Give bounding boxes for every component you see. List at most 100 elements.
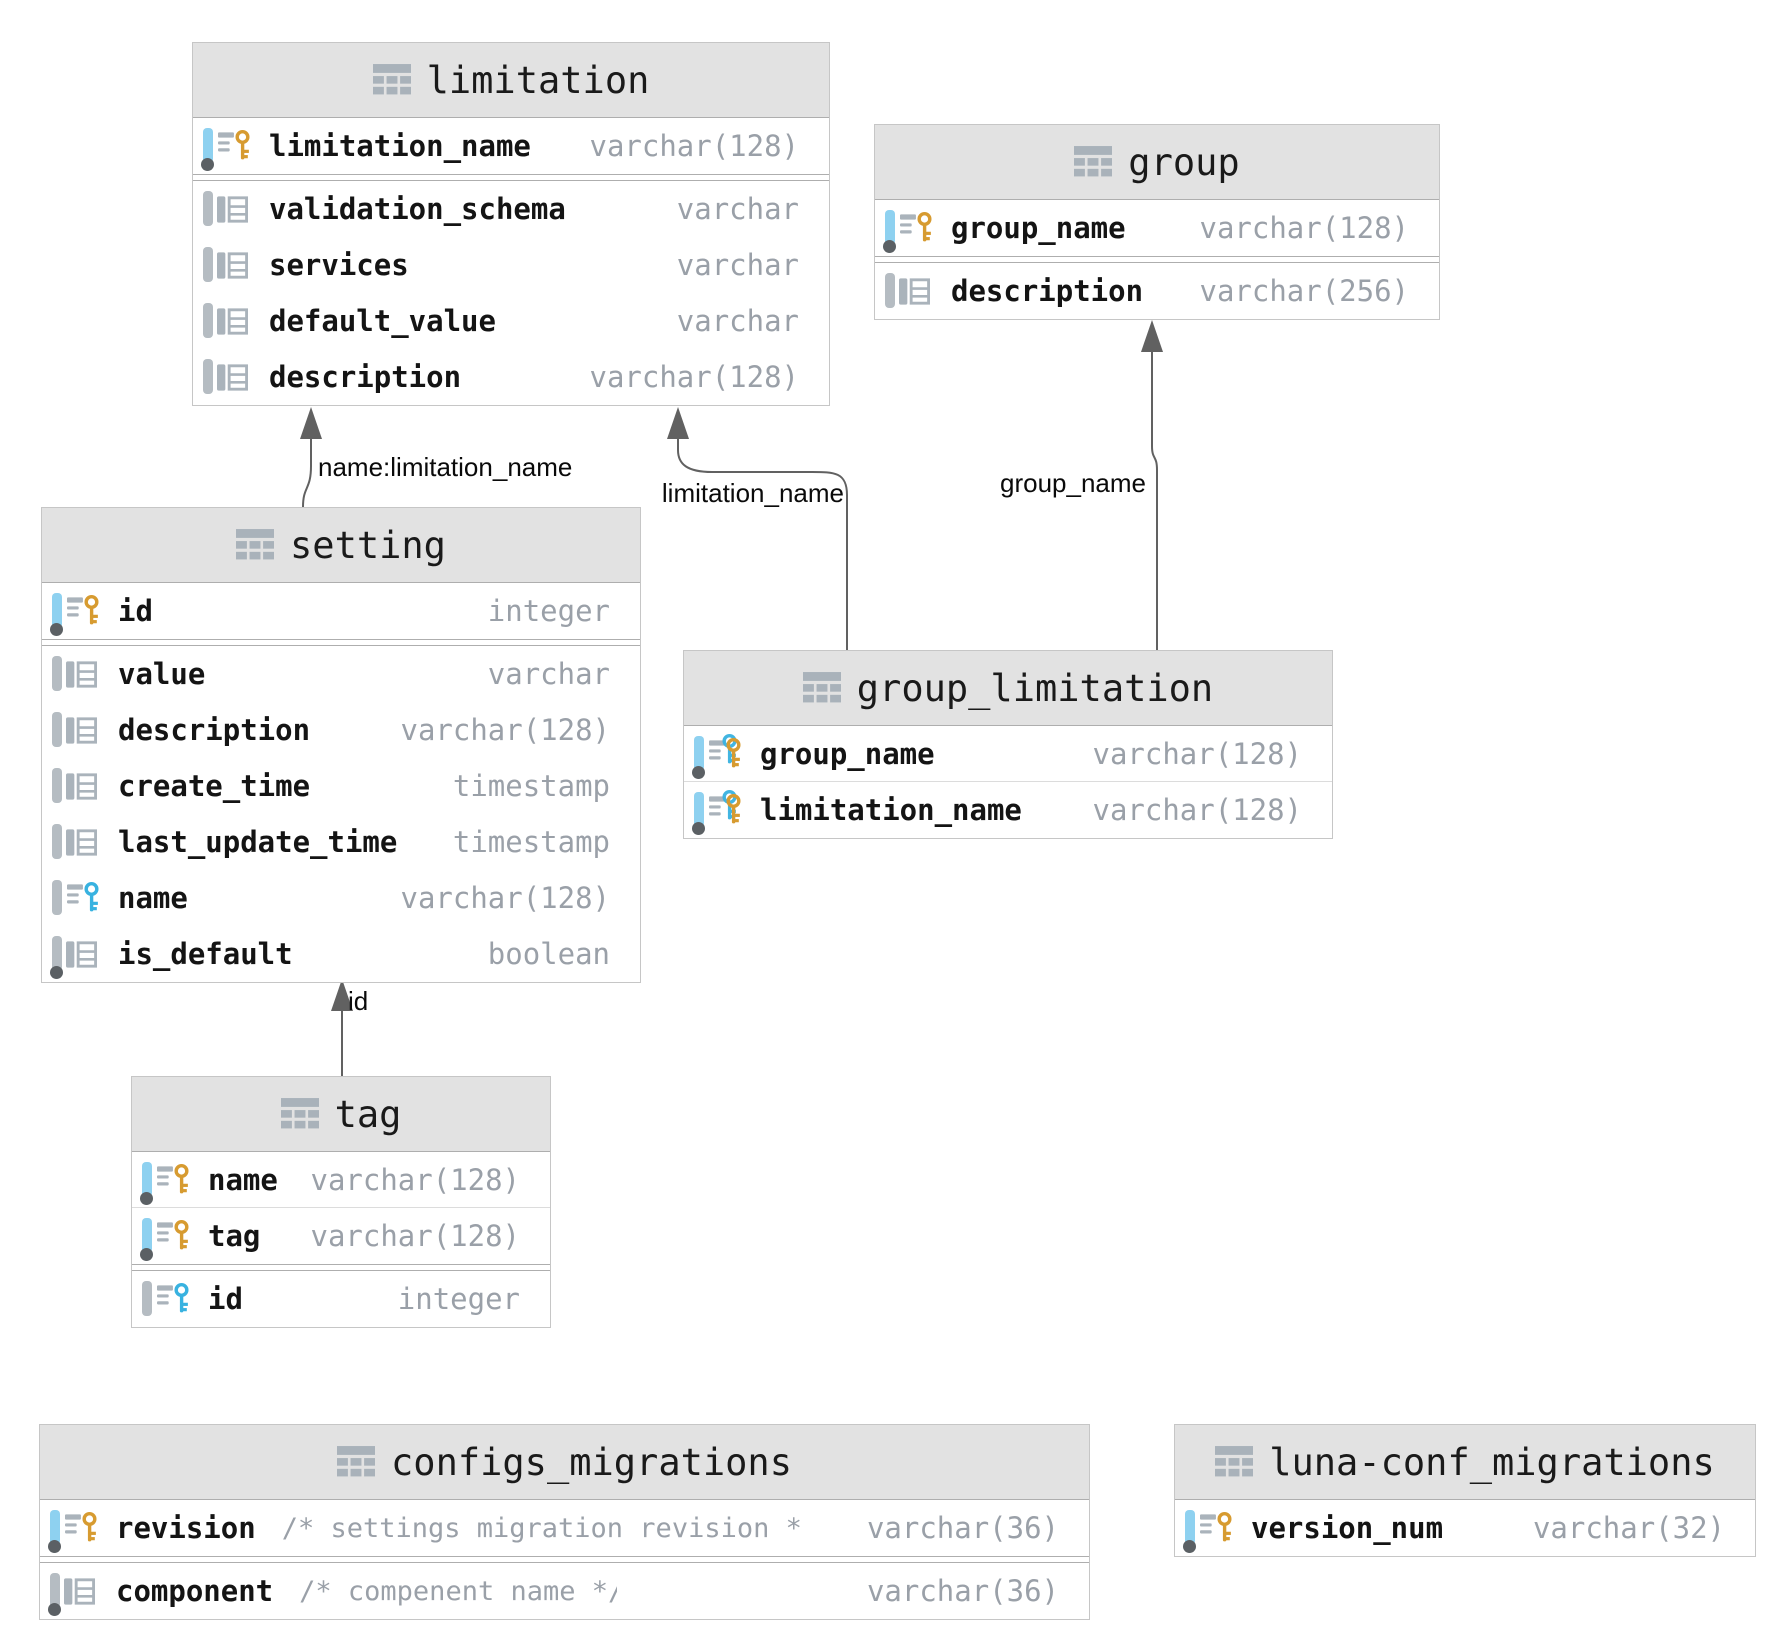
table-row[interactable]: name varchar(128) bbox=[132, 1152, 550, 1208]
primary-key-icon bbox=[916, 211, 933, 244]
arrowhead-icon bbox=[1141, 320, 1163, 352]
table-icon bbox=[373, 64, 411, 97]
column-icon bbox=[140, 1154, 200, 1206]
table-header[interactable]: limitation bbox=[193, 43, 829, 118]
column-name: name bbox=[208, 1162, 278, 1197]
column-type: varchar(256) bbox=[1199, 274, 1409, 308]
table-row[interactable]: description varchar(128) bbox=[42, 702, 640, 758]
table-row[interactable]: services varchar bbox=[193, 237, 829, 293]
column-type: varchar(128) bbox=[1199, 211, 1409, 245]
table-row[interactable]: group_name varchar(128) bbox=[875, 200, 1439, 256]
table-title: limitation bbox=[426, 58, 650, 102]
table-header[interactable]: tag bbox=[132, 1077, 550, 1152]
primary-key-icon bbox=[1216, 1511, 1233, 1544]
not-null-dot bbox=[48, 1603, 61, 1616]
relation-group_limitation-to-limitation[interactable] bbox=[667, 407, 848, 650]
column-type: timestamp bbox=[452, 825, 610, 859]
table-title: group_limitation bbox=[856, 666, 1214, 710]
table-limitation[interactable]: limitation limitation_name varchar(128) … bbox=[192, 42, 830, 406]
column-type: varchar(128) bbox=[1092, 793, 1302, 827]
column-icon bbox=[1183, 1502, 1243, 1554]
not-null-dot bbox=[50, 966, 63, 979]
column-name: id bbox=[208, 1282, 243, 1316]
column-name: description bbox=[118, 713, 311, 747]
table-icon bbox=[1074, 146, 1112, 179]
column-name: limitation_name bbox=[269, 129, 531, 163]
not-null-dot bbox=[140, 1191, 153, 1205]
arrowhead-icon bbox=[667, 407, 689, 439]
column-name: component bbox=[116, 1574, 274, 1608]
column-icon bbox=[201, 183, 261, 235]
table-icon bbox=[803, 672, 841, 705]
table-header[interactable]: group_limitation bbox=[684, 651, 1332, 726]
table-setting[interactable]: setting id integer value varchar descrip… bbox=[41, 507, 641, 983]
primary-key-icon bbox=[725, 793, 742, 826]
column-type: varchar bbox=[676, 304, 799, 338]
table-header[interactable]: group bbox=[875, 125, 1439, 200]
column-icon bbox=[50, 872, 110, 924]
column-type: varchar(36) bbox=[866, 1574, 1059, 1608]
column-name: limitation_name bbox=[760, 793, 1022, 827]
column-type: varchar(128) bbox=[400, 881, 610, 915]
table-row[interactable]: description varchar(128) bbox=[193, 349, 829, 405]
relation-label: limitation_name bbox=[661, 478, 844, 508]
table-tag[interactable]: tag name varchar(128) tag varchar(128) i… bbox=[131, 1076, 551, 1328]
table-row[interactable]: revision /* settings migration revision … bbox=[40, 1500, 1089, 1556]
column-name: create_time bbox=[118, 769, 311, 803]
column-type: varchar bbox=[487, 657, 610, 691]
arrowhead-icon bbox=[300, 407, 322, 439]
column-icon bbox=[692, 784, 752, 836]
table-row[interactable]: default_value varchar bbox=[193, 293, 829, 349]
table-row[interactable]: id integer bbox=[132, 1271, 550, 1327]
table-row[interactable]: tag varchar(128) bbox=[132, 1208, 550, 1264]
foreign-key-icon bbox=[83, 881, 100, 914]
column-type: integer bbox=[397, 1282, 520, 1316]
primary-key-icon bbox=[173, 1219, 190, 1252]
not-null-dot bbox=[48, 1540, 61, 1553]
table-row[interactable]: create_time timestamp bbox=[42, 758, 640, 814]
column-icon bbox=[692, 728, 752, 780]
column-icon bbox=[50, 704, 110, 756]
column-type: varchar(128) bbox=[310, 1162, 520, 1197]
table-row[interactable]: description varchar(256) bbox=[875, 263, 1439, 319]
column-icon bbox=[201, 295, 261, 347]
primary-key-icon bbox=[234, 129, 251, 162]
table-luna-conf_migrations[interactable]: luna-conf_migrations version_num varchar… bbox=[1174, 1424, 1756, 1557]
table-group[interactable]: group group_name varchar(128) descriptio… bbox=[874, 124, 1440, 320]
table-row[interactable]: component /* compenent name */ varchar(3… bbox=[40, 1563, 1089, 1619]
relation-label: id bbox=[348, 986, 369, 1016]
table-title: tag bbox=[334, 1092, 402, 1136]
column-icon bbox=[201, 239, 261, 291]
column-name: services bbox=[269, 248, 409, 282]
column-type: varchar(128) bbox=[400, 713, 610, 747]
table-row[interactable]: limitation_name varchar(128) bbox=[193, 118, 829, 174]
column-type: varchar(128) bbox=[589, 129, 799, 163]
table-row[interactable]: limitation_name varchar(128) bbox=[684, 782, 1332, 838]
column-type: boolean bbox=[487, 937, 610, 971]
table-row[interactable]: group_name varchar(128) bbox=[684, 726, 1332, 782]
table-header[interactable]: setting bbox=[42, 508, 640, 583]
not-null-dot bbox=[883, 240, 896, 253]
table-row[interactable]: last_update_time timestamp bbox=[42, 814, 640, 870]
table-row[interactable]: name varchar(128) bbox=[42, 870, 640, 926]
column-name: validation_schema bbox=[269, 192, 566, 226]
table-group_limitation[interactable]: group_limitation group_name varchar(128)… bbox=[683, 650, 1333, 839]
column-comment: /* settings migration revision */ bbox=[281, 1512, 802, 1544]
column-name: last_update_time bbox=[118, 825, 398, 859]
column-type: varchar(128) bbox=[589, 360, 799, 394]
column-icon bbox=[201, 120, 261, 172]
table-header[interactable]: luna-conf_migrations bbox=[1175, 1425, 1755, 1500]
table-header[interactable]: configs_migrations bbox=[40, 1425, 1089, 1500]
primary-key-icon bbox=[81, 1511, 98, 1544]
table-row[interactable]: id integer bbox=[42, 583, 640, 639]
column-name: tag bbox=[208, 1219, 261, 1253]
table-configs_migrations[interactable]: configs_migrations revision /* settings … bbox=[39, 1424, 1090, 1620]
table-row[interactable]: is_default boolean bbox=[42, 926, 640, 982]
table-row[interactable]: version_num varchar(32) bbox=[1175, 1500, 1755, 1556]
column-name: description bbox=[951, 274, 1144, 308]
table-row[interactable]: validation_schema varchar bbox=[193, 181, 829, 237]
column-type: integer bbox=[487, 594, 610, 628]
table-row[interactable]: value varchar bbox=[42, 646, 640, 702]
column-type: varchar bbox=[676, 192, 799, 226]
column-name: description bbox=[269, 360, 462, 394]
